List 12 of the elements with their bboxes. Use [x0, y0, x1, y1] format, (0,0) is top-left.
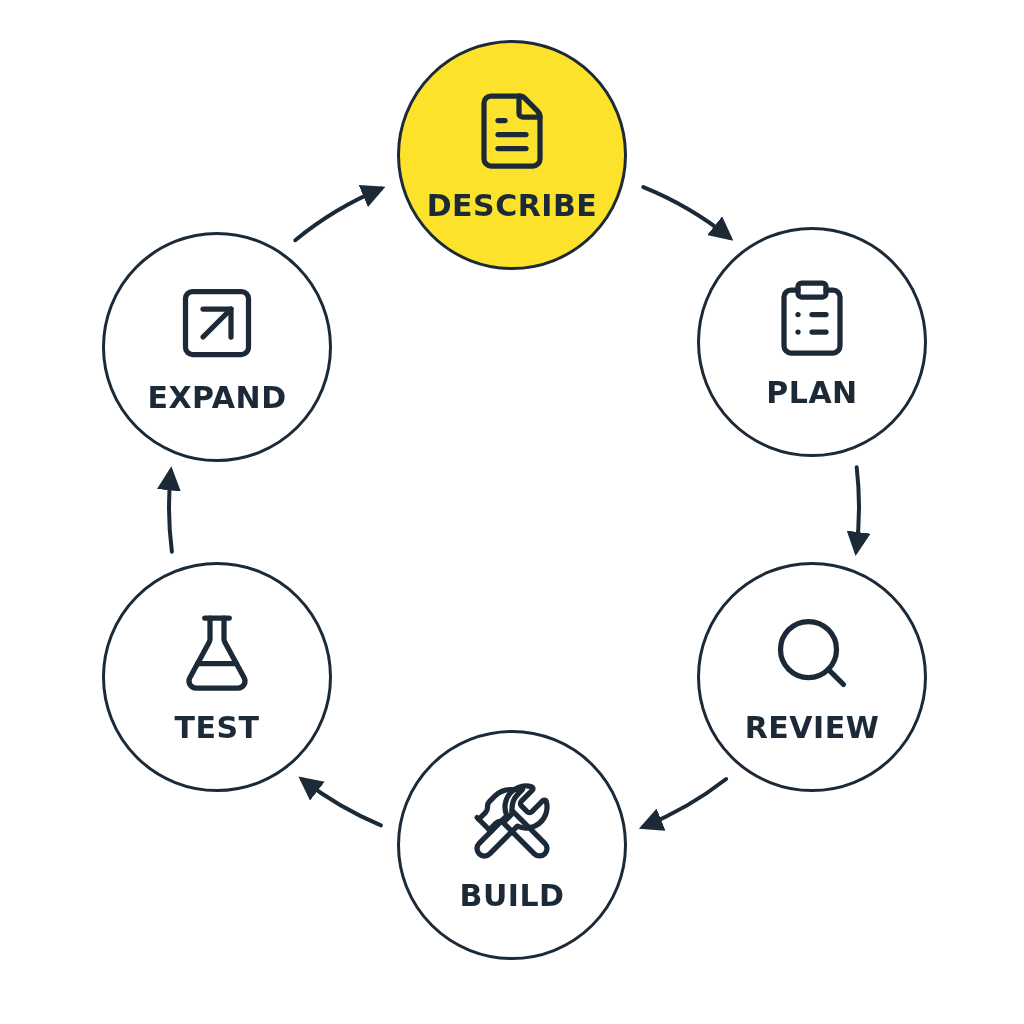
step-label: REVIEW — [744, 709, 880, 745]
step-label: BUILD — [459, 877, 565, 913]
step-label: TEST — [174, 709, 260, 745]
arrow — [293, 185, 386, 243]
step-label: DESCRIBE — [426, 187, 598, 223]
arrow — [638, 777, 729, 830]
arrow — [298, 776, 383, 828]
arrow — [846, 465, 870, 556]
arrow — [157, 466, 182, 554]
step-label: PLAN — [766, 374, 858, 410]
step-label: EXPAND — [147, 379, 287, 415]
arrow — [641, 185, 734, 241]
